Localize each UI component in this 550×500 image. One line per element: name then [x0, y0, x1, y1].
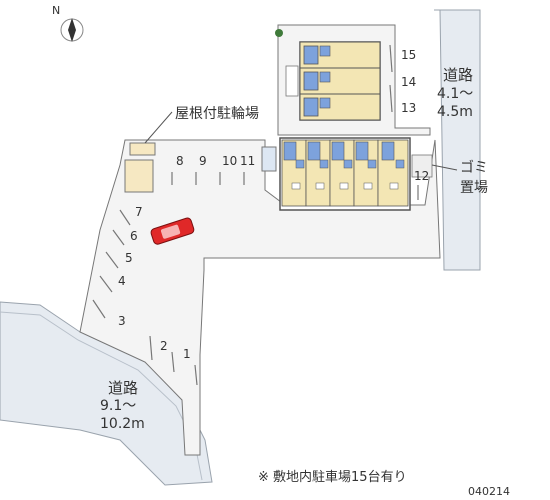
- lower-balcony-3: [339, 182, 349, 190]
- map-code: 040214: [468, 485, 510, 498]
- road-east: [434, 9, 481, 271]
- parking-space-15: 15: [401, 48, 416, 62]
- upper-kitchen-1: [319, 45, 331, 57]
- bicycle-shelter: [129, 142, 156, 156]
- lower-kitchen-1: [295, 159, 305, 169]
- parking-space-1: 1: [183, 347, 191, 361]
- bicycle-rack: [261, 146, 277, 172]
- upper-kitchen-2: [319, 71, 331, 83]
- bicycle-parking-label: 屋根付駐輪場: [175, 105, 259, 122]
- tree-icon: [275, 29, 283, 37]
- road-east-width-2: 4.5m: [437, 104, 473, 120]
- parking-space-14: 14: [401, 75, 416, 89]
- garbage-label-2: 置場: [460, 180, 488, 196]
- footnote: ※ 敷地内駐車場15台有り: [258, 469, 407, 485]
- road-southwest-width-1: 9.1～: [100, 398, 136, 414]
- garbage-leader: [431, 164, 458, 171]
- compass-icon: [60, 18, 84, 42]
- lower-bath-4: [355, 141, 369, 161]
- garbage-area: [411, 154, 433, 178]
- lower-kitchen-3: [343, 159, 353, 169]
- parking-stall-lines: [92, 44, 419, 386]
- upper-bath-3: [303, 97, 319, 117]
- road-east-width-1: 4.1～: [437, 86, 473, 102]
- parking-space-13: 13: [401, 101, 416, 115]
- parking-space-5: 5: [125, 251, 133, 265]
- upper-kitchen-3: [319, 97, 331, 109]
- upper-bath-1: [303, 45, 319, 65]
- upper-bath-2: [303, 71, 319, 91]
- parking-space-7: 7: [135, 205, 143, 219]
- garbage-label-1: ゴミ: [460, 159, 488, 176]
- lower-bath-5: [381, 141, 395, 161]
- stairs: [285, 65, 299, 97]
- lower-bath-1: [283, 141, 297, 161]
- parking-space-4: 4: [118, 274, 126, 288]
- road-east-name: 道路: [443, 66, 473, 84]
- parking-space-6: 6: [130, 229, 138, 243]
- parking-space-12: 12: [414, 169, 429, 183]
- compass-label: N: [52, 4, 60, 17]
- lower-kitchen-5: [395, 159, 405, 169]
- lower-kitchen-2: [319, 159, 329, 169]
- bicycle-shelter-area: [124, 159, 154, 193]
- parking-space-2: 2: [160, 339, 168, 353]
- lower-balcony-5: [389, 182, 399, 190]
- lower-bath-2: [307, 141, 321, 161]
- parking-space-3: 3: [118, 314, 126, 328]
- lower-balcony-1: [291, 182, 301, 190]
- road-southwest-name: 道路: [108, 379, 138, 397]
- lower-balcony-2: [315, 182, 325, 190]
- lower-kitchen-4: [367, 159, 377, 169]
- car-icon: [150, 217, 195, 245]
- lower-bath-3: [331, 141, 345, 161]
- lower-balcony-4: [363, 182, 373, 190]
- road-southwest-width-2: 10.2m: [100, 416, 145, 432]
- parking-space-9: 9: [199, 154, 207, 168]
- parking-space-11: 11: [240, 154, 255, 168]
- bicycle-parking-leader: [144, 111, 173, 144]
- parking-space-10: 10: [222, 154, 237, 168]
- parking-space-8: 8: [176, 154, 184, 168]
